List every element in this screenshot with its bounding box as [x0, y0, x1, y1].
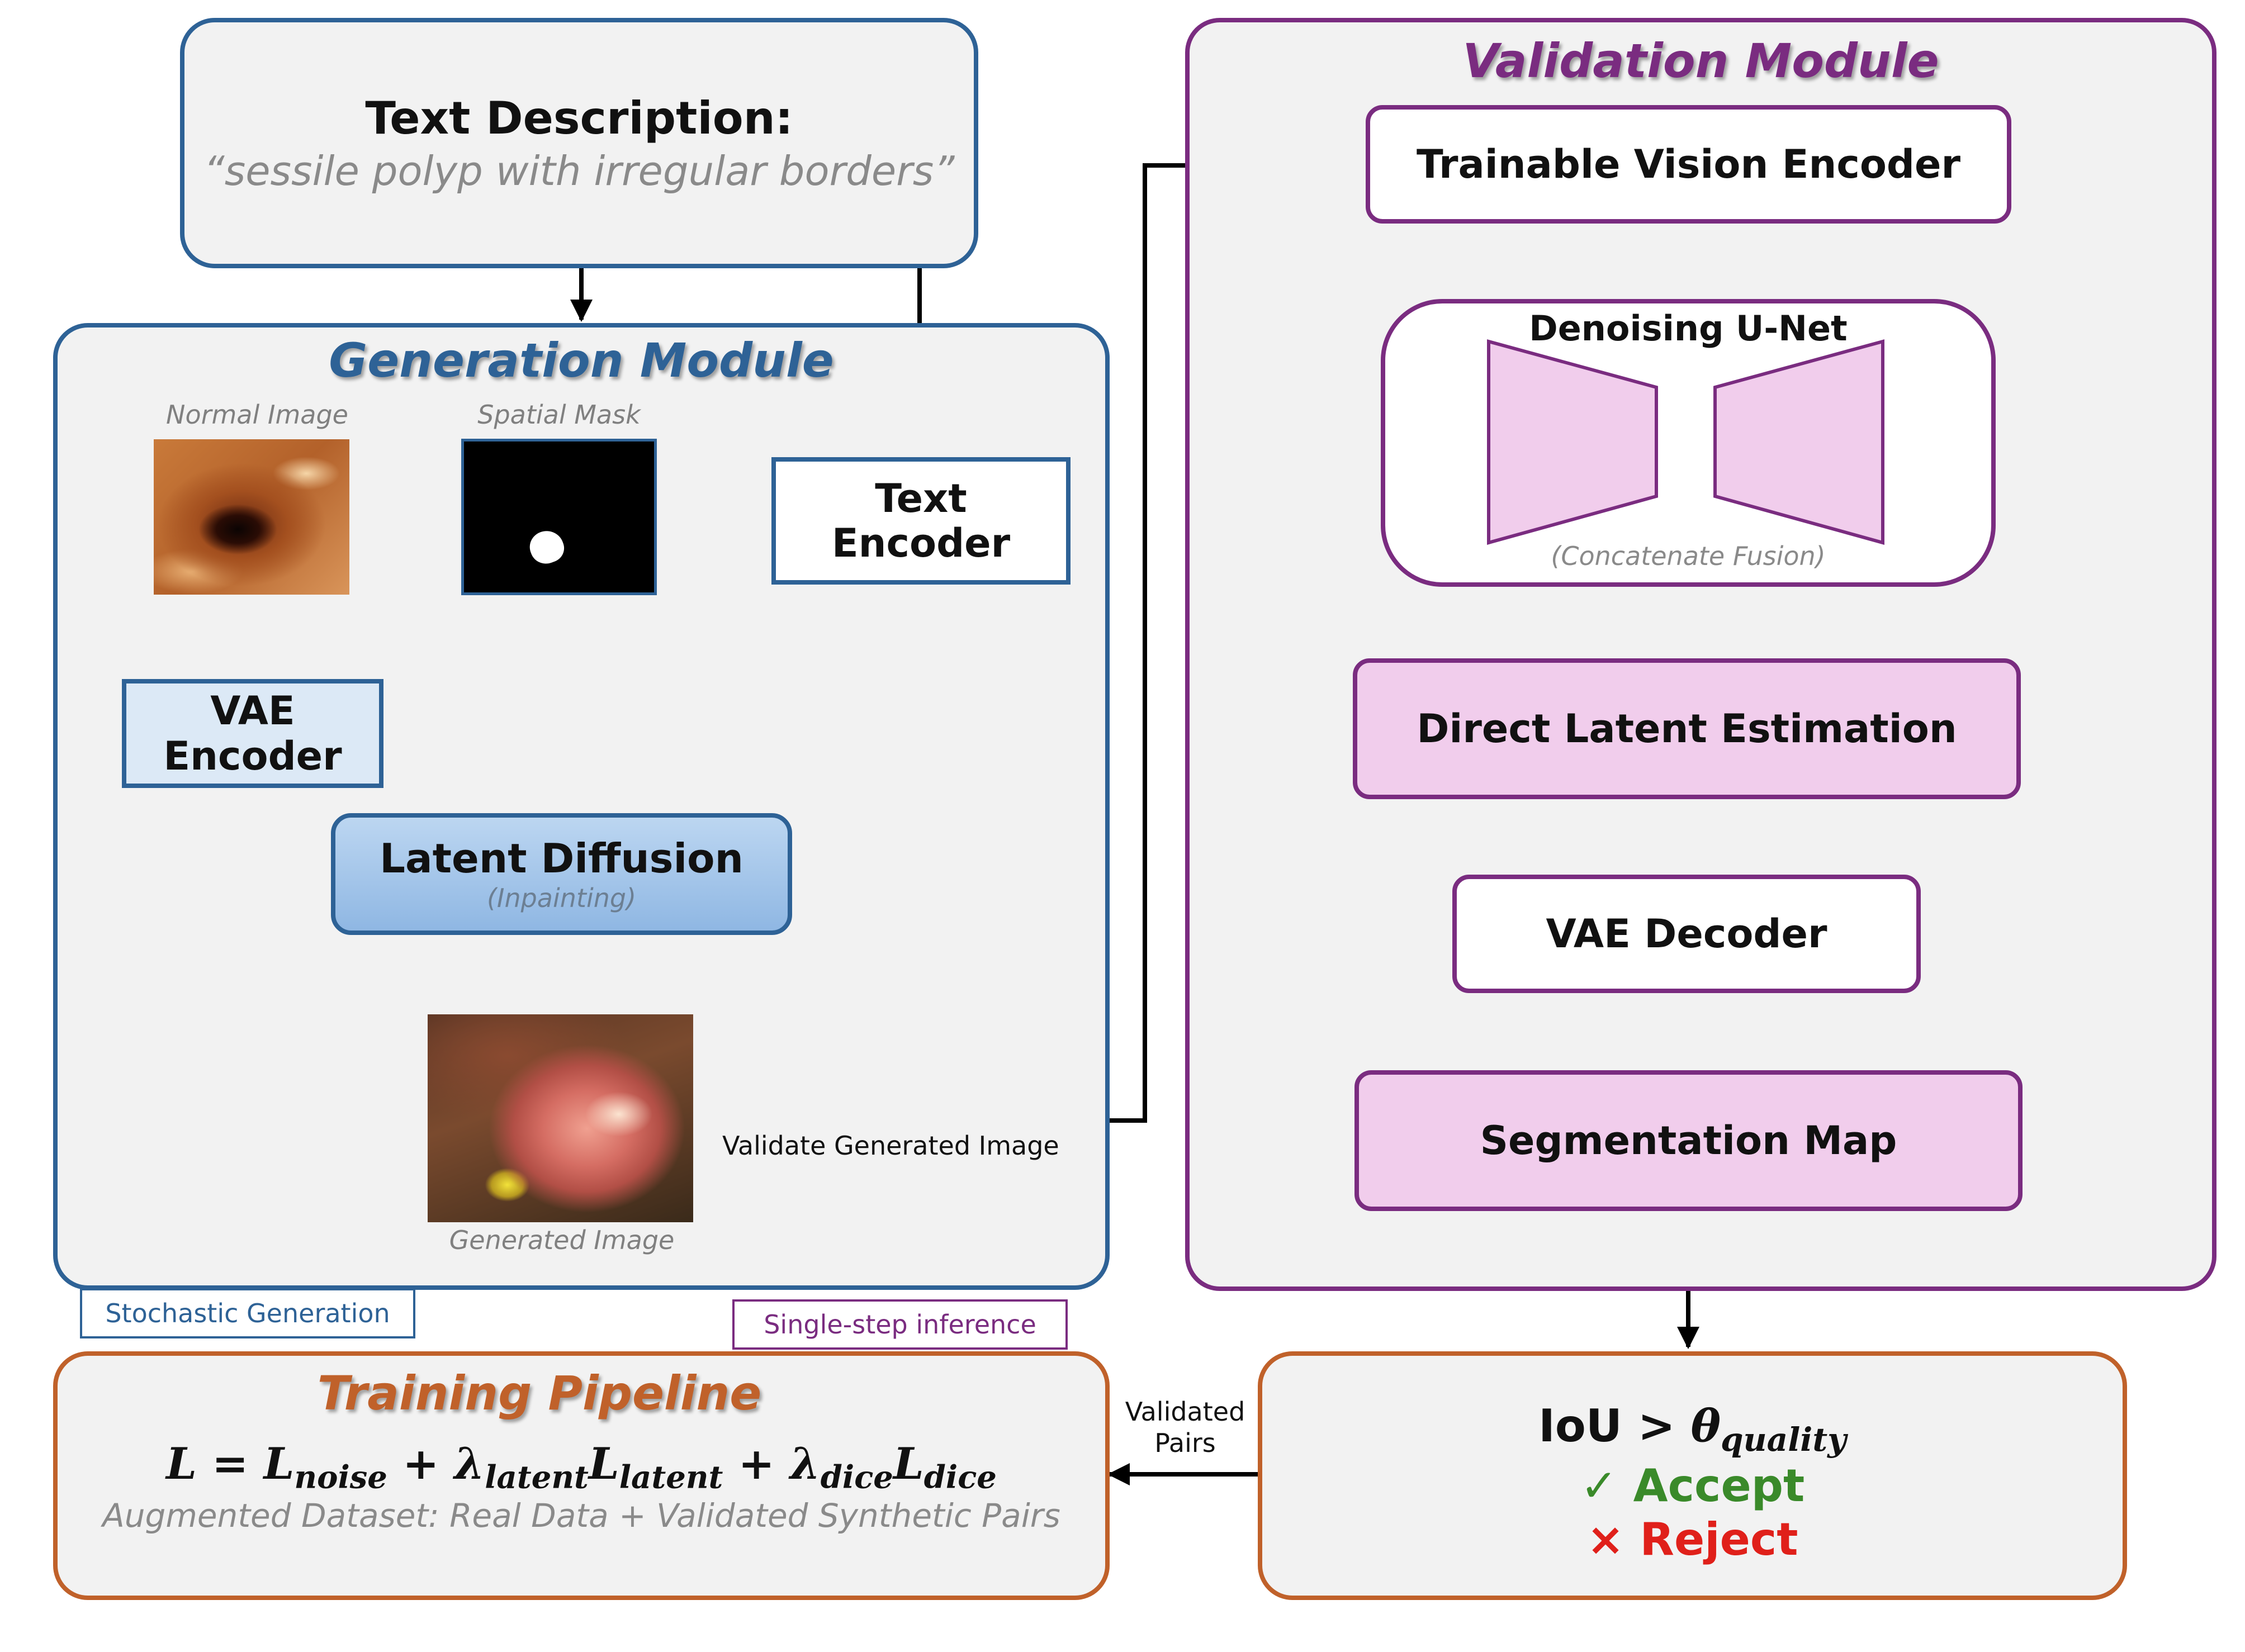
unet-shapes: [1487, 339, 1884, 545]
unet-decoder-shape: [1713, 339, 1884, 545]
training-pipeline-box: Training Pipeline L = Lnoise + λlatentLl…: [53, 1351, 1110, 1600]
text-description-box: Text Description: “sessile polyp with ir…: [180, 18, 978, 268]
trainable-vision-encoder-label: Trainable Vision Encoder: [1416, 141, 1961, 187]
unet-encoder-shape: [1487, 339, 1658, 545]
vae-decoder-box: VAE Decoder: [1452, 875, 1921, 993]
quality-theta: θquality: [1690, 1399, 1846, 1459]
spatial-mask-image: [461, 439, 657, 595]
validated-pairs-label: Validated Pairs: [1125, 1397, 1245, 1459]
denoising-unet-label: Denoising U-Net: [1529, 308, 1848, 349]
latent-diffusion-label: Latent Diffusion: [380, 835, 743, 882]
training-dataset-line: Augmented Dataset: Real Data + Validated…: [102, 1497, 1060, 1535]
text-description-quote: “sessile polyp with irregular borders”: [203, 147, 955, 194]
generated-image: [428, 1014, 693, 1222]
stochastic-generation-label: Stochastic Generation: [105, 1298, 390, 1328]
text-encoder-box: Text Encoder: [771, 457, 1071, 585]
vae-encoder-box: VAE Encoder: [122, 679, 383, 788]
latent-diffusion-sublabel: (Inpainting): [486, 883, 637, 913]
denoising-unet-box: Denoising U-Net (Concatenate Fusion): [1381, 299, 1996, 587]
text-description-title: Text Description:: [365, 92, 793, 144]
mask-blob: [525, 526, 569, 568]
segmentation-map-box: Segmentation Map: [1354, 1070, 2023, 1211]
single-step-inference-tag: Single-step inference: [732, 1299, 1068, 1350]
direct-latent-estimation-box: Direct Latent Estimation: [1353, 658, 2021, 799]
reject-label: × Reject: [1586, 1513, 1798, 1565]
normal-image: [154, 439, 349, 595]
stochastic-generation-tag: Stochastic Generation: [80, 1288, 415, 1338]
single-step-inference-label: Single-step inference: [764, 1309, 1036, 1340]
text-encoder-label: Text Encoder: [831, 475, 1011, 566]
generated-image-caption: Generated Image: [449, 1225, 675, 1255]
quality-condition: IoU > θquality: [1262, 1399, 2123, 1459]
quality-condition-prefix: IoU >: [1538, 1400, 1675, 1452]
validate-generated-image-label: Validate Generated Image: [722, 1131, 1059, 1161]
quality-gate-box: IoU > θquality ✓ Accept × Reject: [1258, 1351, 2127, 1600]
validation-module-title: Validation Module: [1462, 34, 1939, 88]
vae-decoder-label: VAE Decoder: [1546, 911, 1827, 957]
direct-latent-estimation-label: Direct Latent Estimation: [1417, 706, 1957, 752]
latent-diffusion-box: Latent Diffusion (Inpainting): [331, 813, 792, 935]
trainable-vision-encoder-box: Trainable Vision Encoder: [1366, 105, 2011, 224]
generation-module-title: Generation Module: [329, 333, 834, 388]
loss-symbol: L = Lnoise + λlatentLlatent + λdiceLdice: [166, 1439, 997, 1496]
normal-image-caption: Normal Image: [166, 400, 348, 430]
spatial-mask-caption: Spatial Mask: [477, 400, 641, 430]
training-loss-formula: L = Lnoise + λlatentLlatent + λdiceLdice: [58, 1439, 1105, 1496]
vae-encoder-label: VAE Encoder: [163, 688, 342, 779]
segmentation-map-label: Segmentation Map: [1480, 1118, 1897, 1164]
accept-label: ✓ Accept: [1580, 1460, 1805, 1512]
concatenate-fusion-label: (Concatenate Fusion): [1551, 541, 1826, 571]
training-pipeline-title: Training Pipeline: [317, 1366, 762, 1421]
